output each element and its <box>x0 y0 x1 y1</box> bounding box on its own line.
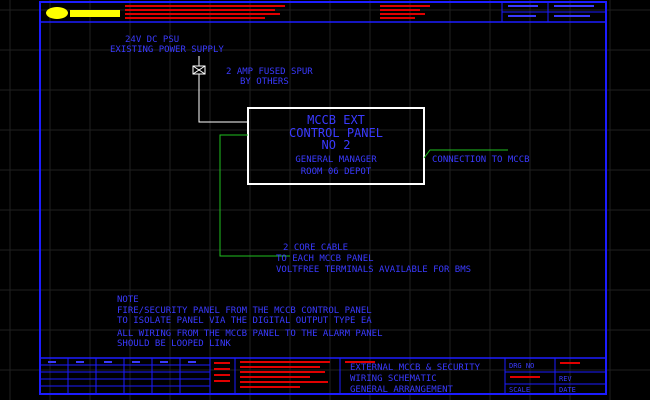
notes-heading: NOTE <box>117 295 139 305</box>
cable-label-1: 2 CORE CABLE <box>283 243 348 253</box>
cable-wire <box>219 134 290 257</box>
control-panel-box <box>247 107 425 185</box>
connection-label: CONNECTION TO MCCB <box>432 155 530 165</box>
drg-no-label: DRG NO <box>509 362 534 370</box>
drawing-title-2: WIRING SCHEMATIC <box>350 374 437 384</box>
sheet-border <box>39 1 607 395</box>
date-label: DATE <box>559 386 576 394</box>
mccb-connection-wire <box>423 149 508 159</box>
header-band <box>46 2 606 22</box>
power-feed-wire <box>198 74 248 123</box>
notes-line-2: TO ISOLATE PANEL VIA THE DIGITAL OUTPUT … <box>117 316 372 326</box>
scale-label: SCALE <box>509 386 530 394</box>
drawing-title-1: EXTERNAL MCCB & SECURITY <box>350 363 481 373</box>
panel-title: MCCB EXT <box>307 113 365 127</box>
company-logo <box>46 7 68 19</box>
cable-label-3: VOLTFREE TERMINALS AVAILABLE FOR BMS <box>276 265 471 275</box>
panel-location-1: GENERAL MANAGER <box>295 155 377 165</box>
notes-line-1: FIRE/SECURITY PANEL FROM THE MCCB CONTRO… <box>117 306 372 316</box>
panel-location-2: ROOM 06 DEPOT <box>301 167 372 177</box>
cable-label-2: TO EACH MCCB PANEL <box>276 254 374 264</box>
header-red-text-block <box>125 5 430 19</box>
fuse-label-1: 2 AMP FUSED SPUR <box>226 67 313 77</box>
fuse-label-2: BY OTHERS <box>240 77 289 87</box>
rev-label: REV <box>559 375 572 383</box>
notes-line-3: ALL WIRING FROM THE MCCB PANEL TO THE AL… <box>117 329 383 339</box>
title-block: EXTERNAL MCCB & SECURITY WIRING SCHEMATI… <box>40 357 606 395</box>
supply-label-1: 24V DC PSU <box>125 35 179 45</box>
logo-bar <box>70 10 120 17</box>
panel-subtitle: CONTROL PANEL <box>289 126 383 140</box>
supply-label-2: EXISTING POWER SUPPLY <box>110 45 224 55</box>
drawing-title-3: GENERAL ARRANGEMENT <box>350 385 454 395</box>
notes-line-4: SHOULD BE LOOPED LINK <box>117 339 231 349</box>
panel-number: NO 2 <box>322 138 351 152</box>
